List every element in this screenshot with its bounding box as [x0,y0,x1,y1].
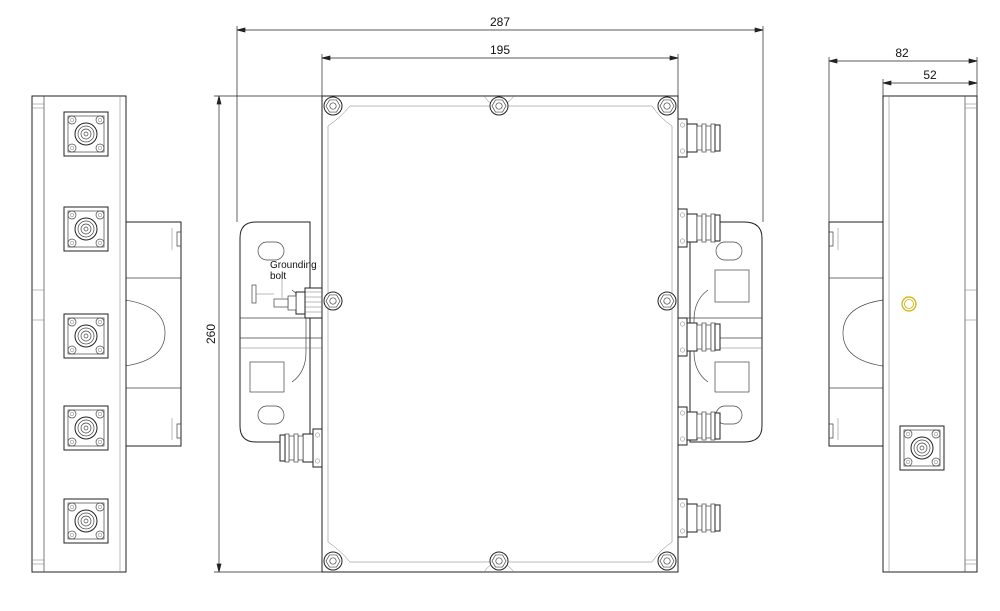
dim-side-depth-body: 52 [923,68,937,82]
grounding-label-line1: Grounding [270,260,317,271]
grounding-bolt [251,274,323,319]
grounding-bolt-icon [901,296,917,312]
dim-side-depth-total: 82 [895,46,909,60]
dimension-lines [214,26,978,573]
dim-height: 260 [204,324,218,344]
grounding-label-line2: bolt [270,271,286,282]
dim-overall-width: 287 [490,15,510,29]
right-view [828,95,978,573]
dim-body-width: 195 [490,43,510,57]
front-view: Grounding bolt [239,95,763,573]
left-view [31,95,182,573]
